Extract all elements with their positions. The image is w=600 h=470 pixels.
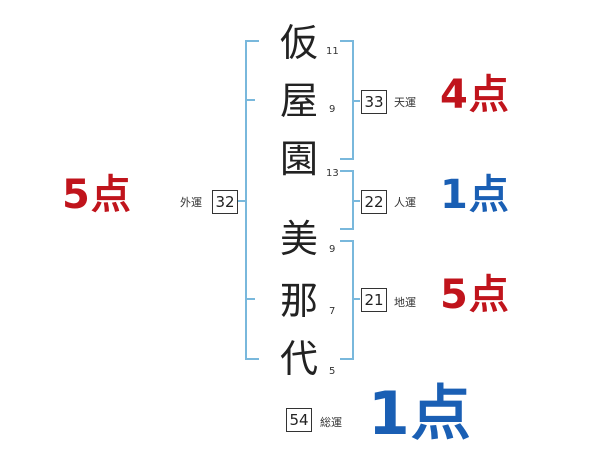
jinun-value: 22 <box>361 190 387 214</box>
gaiun-score: 5点 <box>62 172 132 218</box>
jinun-bracket-top <box>340 170 354 172</box>
outer-bracket-tick-2 <box>245 298 255 300</box>
jinun-score: 1点 <box>440 172 510 218</box>
outer-bracket-tick-1 <box>245 99 255 101</box>
chiun-bracket-connector <box>352 298 360 300</box>
given-char-1: 美 <box>279 217 318 261</box>
outer-bracket-connector <box>238 200 247 202</box>
chiun-score: 5点 <box>440 272 510 318</box>
tenun-label: 天運 <box>394 96 416 109</box>
given-strokes-2: 7 <box>329 306 336 317</box>
surname-char-2: 屋 <box>279 79 318 123</box>
surname-strokes-2: 9 <box>329 104 336 115</box>
surname-char-1: 仮 <box>279 21 318 65</box>
gaiun-value: 32 <box>212 190 238 214</box>
chiun-bracket-bottom <box>340 358 354 360</box>
souun-value: 54 <box>286 408 312 432</box>
surname-strokes-1: 11 <box>326 46 339 57</box>
souun-score: 1点 <box>368 379 472 449</box>
jinun-label: 人運 <box>394 196 416 209</box>
jinun-bracket-bottom <box>340 228 354 230</box>
tenun-score: 4点 <box>440 72 510 118</box>
chiun-label: 地運 <box>394 296 416 309</box>
tenun-value: 33 <box>361 90 387 114</box>
given-char-3: 代 <box>279 337 318 381</box>
jinun-bracket-connector <box>352 200 360 202</box>
given-strokes-1: 9 <box>329 244 336 255</box>
gaiun-label: 外運 <box>180 196 202 209</box>
outer-bracket-bottom <box>245 358 259 360</box>
chiun-value: 21 <box>361 288 387 312</box>
chiun-bracket-top <box>340 240 354 242</box>
souun-label: 総運 <box>320 416 342 429</box>
tenun-bracket-bottom <box>340 158 354 160</box>
tenun-bracket-top <box>340 40 354 42</box>
given-strokes-3: 5 <box>329 366 336 377</box>
surname-strokes-3: 13 <box>326 168 339 179</box>
chiun-bracket-vertical <box>352 240 354 360</box>
tenun-bracket-connector <box>352 100 360 102</box>
outer-bracket-top <box>245 40 259 42</box>
given-char-2: 那 <box>279 279 318 323</box>
surname-char-3: 園 <box>279 137 318 181</box>
